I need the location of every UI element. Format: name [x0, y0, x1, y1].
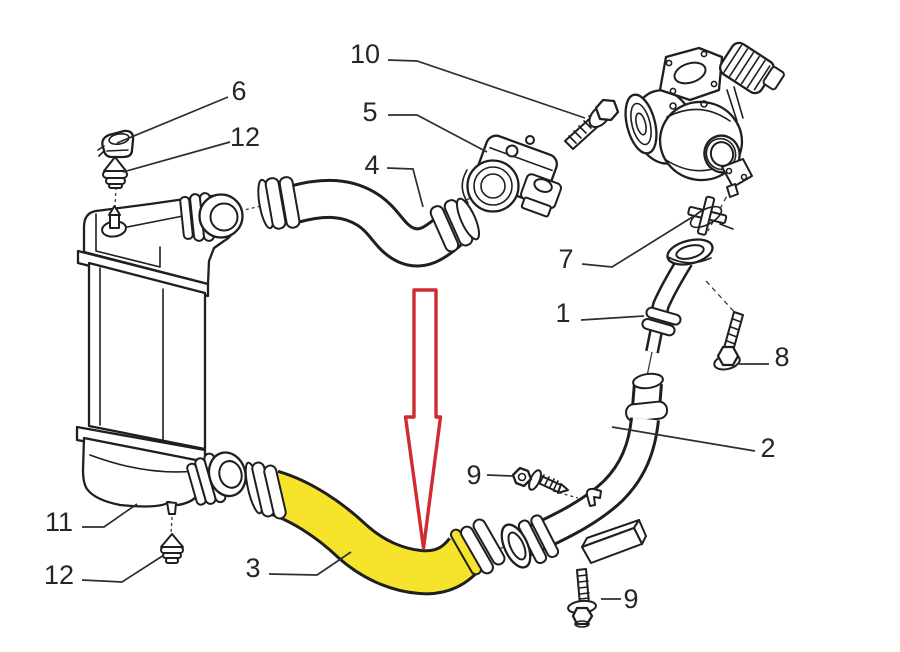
- wastegate-actuator: [718, 41, 785, 95]
- part-label-4: 4: [364, 150, 379, 180]
- part-5-valve: [461, 134, 562, 218]
- leader-line-5: [388, 114, 488, 153]
- part-9-screw-upper: [511, 466, 569, 494]
- part-label-9b: 9: [623, 584, 638, 614]
- part-label-7: 7: [558, 244, 573, 274]
- intercooler-top-port: [179, 192, 244, 242]
- part-label-2: 2: [760, 433, 775, 463]
- part-9-screw-lower: [567, 568, 597, 628]
- highlight-down-arrow-icon: [403, 288, 443, 550]
- part-10-bolt: [564, 98, 620, 150]
- intercooler-bottom-port: [186, 451, 247, 506]
- leader-line-6: [116, 96, 229, 144]
- part-3-hose-highlighted: [244, 461, 506, 596]
- part-2-lower-pipe: [500, 372, 669, 569]
- leader-line-10: [387, 59, 586, 119]
- leader-line-2: [611, 426, 756, 452]
- leader-line-12b: [81, 554, 165, 583]
- part-1-oil-drain-pipe: [641, 238, 714, 354]
- part-label-5: 5: [362, 97, 377, 127]
- turbocharger: [624, 41, 785, 198]
- part-11-intercooler: [75, 192, 247, 515]
- pipe-hook-tab: [585, 487, 602, 507]
- top-mounting-pin: [101, 205, 127, 238]
- part-7-stud-clip: [687, 195, 734, 236]
- leader-line-3: [268, 551, 352, 576]
- leader-line-4: [386, 167, 424, 208]
- leader-line-9a: [486, 474, 514, 477]
- leader-line-11: [82, 503, 138, 528]
- part-8-bolt: [713, 311, 744, 371]
- pipe-bracket-block: [581, 519, 647, 564]
- leader-line-1: [580, 315, 645, 321]
- part-label-9a: 9: [466, 460, 481, 490]
- part-12-grommet-top: [102, 156, 128, 189]
- part-label-12b: 12: [44, 560, 74, 590]
- part-4-upper-hose: [257, 176, 480, 268]
- part-label-8: 8: [774, 342, 789, 372]
- part-label-10: 10: [350, 39, 380, 69]
- part-label-1: 1: [555, 298, 570, 328]
- part-label-3: 3: [245, 553, 260, 583]
- part-label-12a: 12: [230, 122, 260, 152]
- part-label-11: 11: [45, 507, 73, 537]
- part-12-mount-bottom: [160, 533, 184, 564]
- bottom-mounting-pin: [166, 501, 177, 515]
- labels-layer: 6 12 10 5 4 7 1 8 2 9 9 11 12 3: [44, 39, 790, 614]
- part-label-6: 6: [231, 76, 246, 106]
- part-6-retaining-clip: [97, 129, 135, 159]
- leader-line-7: [581, 215, 695, 268]
- leader-line-12a: [122, 141, 231, 173]
